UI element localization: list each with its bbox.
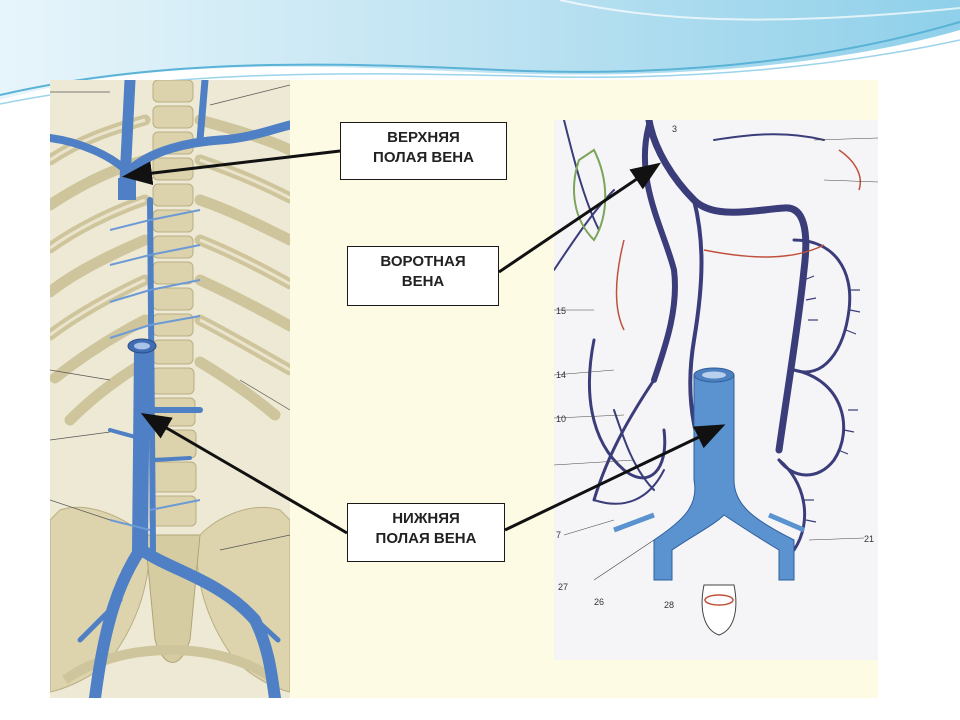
num-label: 27 <box>558 582 568 592</box>
label-portal-vein: ВОРОТНАЯ ВЕНА <box>347 246 499 306</box>
num-label: 7 <box>556 530 561 540</box>
label-line: ВЕНА <box>401 273 445 290</box>
label-line: ПОЛАЯ ВЕНА <box>375 530 477 547</box>
label-superior-vena-cava: ВЕРХНЯЯ ПОЛАЯ ВЕНА <box>340 122 507 180</box>
label-line: ВОРОТНАЯ <box>380 253 466 270</box>
num-label: 10 <box>556 414 566 424</box>
num-label: 14 <box>556 370 566 380</box>
label-inferior-vena-cava: НИЖНЯЯ ПОЛАЯ ВЕНА <box>347 503 505 562</box>
num-label: 26 <box>594 597 604 607</box>
num-label: 28 <box>664 600 674 610</box>
num-label: 15 <box>556 306 566 316</box>
right-portal-illustration: 3 15 14 10 7 27 26 28 21 <box>554 120 878 660</box>
num-label: 3 <box>672 124 677 134</box>
left-venous-illustration <box>50 80 290 698</box>
label-line: НИЖНЯЯ <box>392 510 460 527</box>
label-line: ПОЛАЯ ВЕНА <box>373 149 474 166</box>
num-label: 21 <box>864 534 874 544</box>
label-line: ВЕРХНЯЯ <box>387 129 460 146</box>
